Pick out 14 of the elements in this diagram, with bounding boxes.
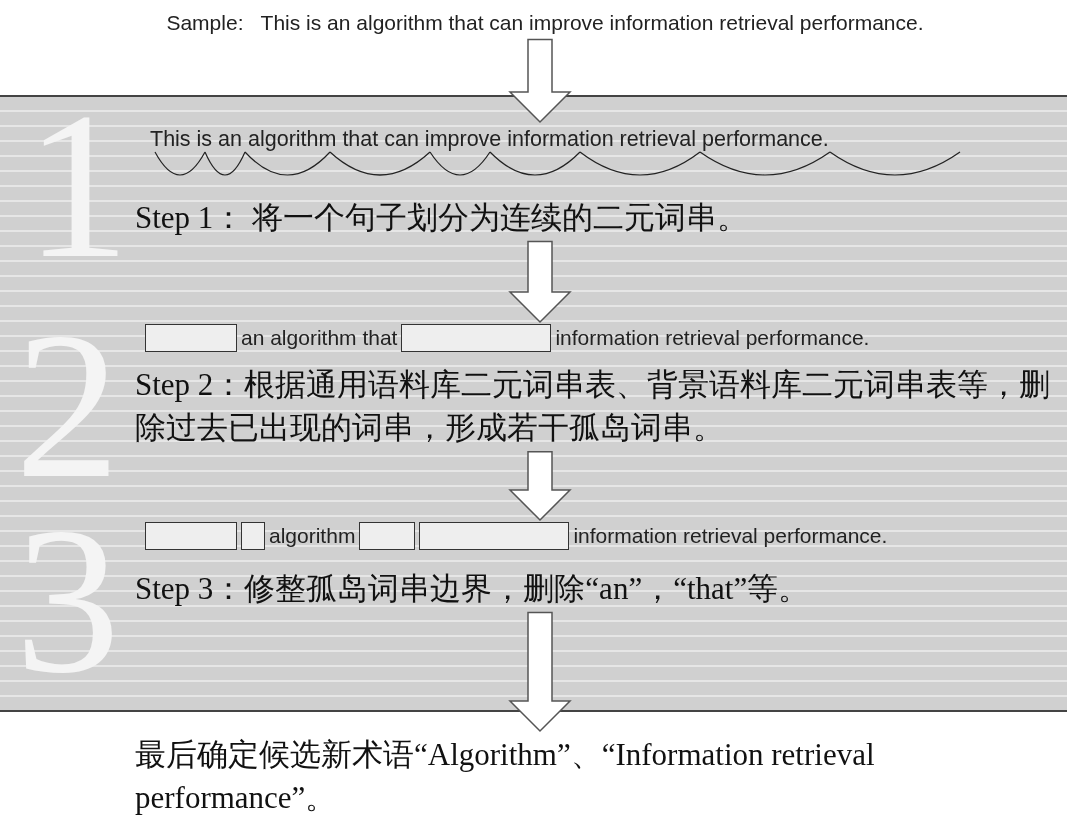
step-text: 最后确定候选新术语“Algorithm”、“Information retrieval performance”。 (135, 733, 1015, 819)
sentence-fragment: information retrieval performance. (555, 326, 870, 350)
sentence: This is an algorithm that can improve information retrieval performance. (150, 124, 1060, 155)
step-text: Step 1： 将一个句子划分为连续的二元词串。 (135, 196, 1035, 240)
step-text: Step 2：根据通用语料库二元词串表、背景语料库二元词串表等，删除过去已出现的词串，形成若干孤岛词串。 (135, 363, 1055, 450)
block-arrow (508, 240, 572, 324)
step-text: Step 3：修整孤岛词串边界，删除“an”，“that”等。 (135, 567, 1035, 611)
block-arrow (508, 451, 572, 522)
block-arrow (508, 38, 572, 124)
sentence-fragment: algorithm (269, 524, 356, 548)
sentence-fragment: an algorithm that (241, 326, 398, 350)
sentence-fragment: information retrieval performance. (573, 524, 888, 548)
block-arrow (508, 611, 572, 733)
sample-sentence: Sample: This is an algorithm that can improve information retrieval performance. (30, 8, 1060, 38)
